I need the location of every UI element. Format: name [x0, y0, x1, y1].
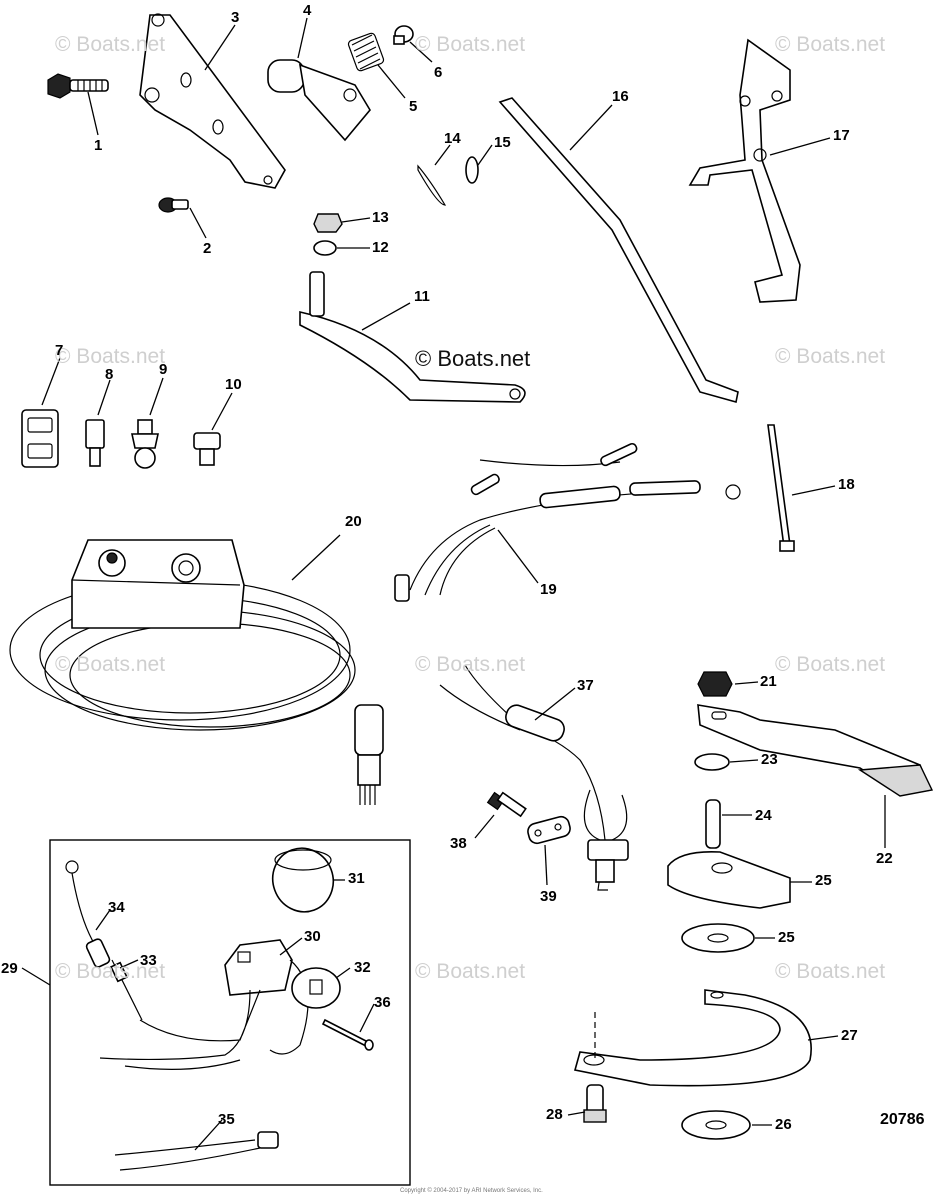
callout-16: 16 — [612, 88, 629, 105]
callout-27: 27 — [841, 1027, 858, 1044]
part-25-plate-icon — [667, 850, 791, 909]
part-18-cable-tie-icon — [767, 424, 795, 552]
copyright-footer: Copyright © 2004-2017 by ARI Network Ser… — [400, 1188, 543, 1194]
watermark: © Boats.net — [55, 33, 166, 56]
callout-10: 10 — [225, 376, 242, 393]
callout-33: 33 — [140, 952, 157, 969]
watermark: © Boats.net — [775, 33, 886, 56]
part-28-stud-icon — [583, 1012, 607, 1123]
callout-1: 1 — [94, 137, 103, 154]
part-6-pin-icon — [393, 25, 414, 45]
callout-3: 3 — [231, 9, 240, 26]
callout-37: 37 — [577, 677, 594, 694]
callout-5: 5 — [409, 98, 418, 115]
callout-19: 19 — [540, 581, 557, 598]
callout-22: 22 — [876, 850, 893, 867]
part-36-screw-icon — [321, 1018, 374, 1051]
watermark: © Boats.net — [55, 960, 166, 983]
part-14-cotter-pin-icon — [417, 164, 447, 206]
part-10-fitting-icon — [193, 432, 221, 466]
callout-4: 4 — [303, 2, 312, 19]
watermark: © Boats.net — [415, 960, 526, 983]
callout-2: 2 — [203, 240, 212, 257]
part-2-screw-icon — [158, 197, 189, 213]
kit-harness-wires — [99, 989, 261, 1070]
callout-23: 23 — [761, 751, 778, 768]
part-4-actuator-icon — [267, 59, 371, 142]
part-19-wire-harness-icon — [394, 442, 741, 602]
part-5-spring-icon — [347, 32, 385, 72]
callout-24: 24 — [755, 807, 772, 824]
part-1-bolt-icon — [47, 73, 109, 99]
part-34-wire-lead-icon — [65, 860, 111, 968]
callout-31: 31 — [348, 870, 365, 887]
watermark: © Boats.net — [775, 960, 886, 983]
callout-20: 20 — [345, 513, 362, 530]
part-39-plate-icon — [527, 815, 571, 845]
part-15-washer-icon — [465, 156, 479, 184]
callout-25: 25 — [815, 872, 832, 889]
part-29-kit-frame — [49, 839, 411, 1186]
callout-35: 35 — [218, 1111, 235, 1128]
part-20-remote-control-icon — [9, 539, 384, 805]
part-21-nut-icon — [697, 671, 733, 697]
watermark: © Boats.net — [415, 653, 526, 676]
part-26-washer-icon — [681, 1110, 751, 1140]
part-24-pin-icon — [705, 799, 721, 849]
part-33-connector-icon — [110, 959, 143, 1021]
part-17-bracket-icon — [688, 38, 801, 303]
part-37-switch-harness-icon — [439, 664, 629, 891]
watermark: © Boats.net — [775, 653, 886, 676]
callout-34: 34 — [108, 899, 125, 916]
part-27-arc-plate-icon — [573, 989, 812, 1087]
callout-32: 32 — [354, 959, 371, 976]
part-23-washer-icon — [694, 753, 730, 771]
part-11-lever-arm-icon — [299, 271, 526, 403]
callout-36: 36 — [374, 994, 391, 1011]
part-9-ball-stud-icon — [131, 419, 159, 469]
callout-9: 9 — [159, 361, 168, 378]
part-31-sleeve-icon — [271, 847, 335, 913]
part-3-bracket-icon — [139, 13, 286, 189]
callout-12: 12 — [372, 239, 389, 256]
callout-28: 28 — [546, 1106, 563, 1123]
part-22-cam-lever-icon — [697, 704, 934, 797]
callout-25b: 25 — [778, 929, 795, 946]
callout-29: 29 — [1, 960, 18, 977]
part-12-washer-icon — [313, 240, 337, 256]
part-32-sensor-icon — [291, 967, 341, 1009]
part-38-screw-icon — [486, 791, 527, 818]
leader-lines — [21, 17, 886, 1151]
part-25-washer-icon — [681, 923, 755, 953]
callout-17: 17 — [833, 127, 850, 144]
part-8-sleeve-icon — [85, 419, 105, 467]
watermark: © Boats.net — [55, 653, 166, 676]
callout-8: 8 — [105, 366, 114, 383]
watermark: © Boats.net — [415, 33, 526, 56]
watermark: © Boats.net — [55, 345, 166, 368]
callout-6: 6 — [434, 64, 443, 81]
drawing-number: 20786 — [880, 1111, 925, 1128]
center-watermark: © Boats.net — [415, 346, 531, 371]
part-16-rod-icon — [498, 97, 739, 404]
part-35-lead-icon — [114, 1131, 279, 1171]
callout-13: 13 — [372, 209, 389, 226]
callout-21: 21 — [760, 673, 777, 690]
callout-14: 14 — [444, 130, 461, 147]
callout-26: 26 — [775, 1116, 792, 1133]
callout-11: 11 — [414, 288, 430, 305]
callout-18: 18 — [838, 476, 855, 493]
callout-30: 30 — [304, 928, 321, 945]
part-13-nut-icon — [313, 213, 343, 233]
watermark: © Boats.net — [775, 345, 886, 368]
part-7-clip-icon — [21, 409, 59, 468]
callout-38: 38 — [450, 835, 467, 852]
callout-39: 39 — [540, 888, 557, 905]
callout-15: 15 — [494, 134, 511, 151]
callout-7: 7 — [55, 342, 64, 359]
